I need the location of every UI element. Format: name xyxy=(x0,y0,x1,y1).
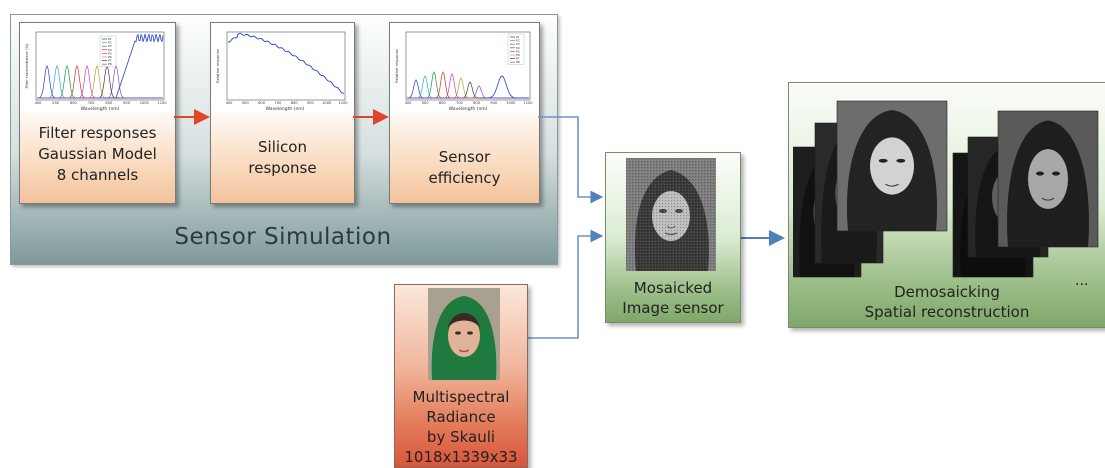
tick-label: 500 xyxy=(422,101,430,105)
legend-entry: P1 xyxy=(516,35,520,39)
silicon-xlabel: Wavelength (nm) xyxy=(266,106,305,112)
tick-label: 900 xyxy=(123,101,131,105)
filter-xlabel: Wavelength (nm) xyxy=(81,106,120,112)
legend-entry: P6 xyxy=(108,55,112,59)
tick-label: 800 xyxy=(291,101,299,105)
filter-card-line3: 8 channels xyxy=(56,166,139,184)
tick-label: 500 xyxy=(242,101,250,105)
mosaicked-sensor-box: Mosaicked Image sensor xyxy=(605,152,741,323)
multispectral-line3: by Skauli xyxy=(426,428,496,446)
tick-label: 1000 xyxy=(506,101,516,105)
tick-label: 700 xyxy=(456,101,464,105)
efficiency-card-line2: efficiency xyxy=(428,169,501,187)
filter-channel-curve xyxy=(37,65,163,99)
tick-label: 500 xyxy=(52,101,60,105)
tick-label: 400 xyxy=(226,101,234,105)
tick-label: 800 xyxy=(105,101,113,105)
tick-label: 1000 xyxy=(322,101,332,105)
legend-entry: P8 xyxy=(516,60,520,64)
legend-entry: P5 xyxy=(108,51,112,55)
mosaicked-line1: Mosaicked xyxy=(633,279,713,297)
tick-label: 800 xyxy=(473,101,481,105)
silicon-response-card: 400 500 600 700 800 900 1000 1100 Wavelength (n… xyxy=(210,22,355,204)
efficiency-card-line1: Sensor xyxy=(438,148,491,166)
demosaicking-box: ... Demosaicking Spatial reconstruction xyxy=(788,82,1105,328)
multispectral-line2: Radiance xyxy=(426,408,496,426)
legend-entry: P1 xyxy=(108,37,112,41)
legend-entry: P4 xyxy=(108,48,112,52)
legend-entry: P3 xyxy=(108,44,112,48)
tick-label: 1100 xyxy=(338,101,348,105)
multispectral-radiance-box: Multispectral Radiance by Skauli 1018x13… xyxy=(394,284,528,468)
efficiency-xlabel: Wavelength (nm) xyxy=(449,106,488,112)
tick-label: 700 xyxy=(274,101,282,105)
tick-label: 400 xyxy=(35,101,43,105)
tick-label: 600 xyxy=(258,101,266,105)
silicon-card-line1: Silicon xyxy=(258,138,307,156)
demosaicking-line2: Spatial reconstruction xyxy=(864,303,1030,321)
tick-label: 1100 xyxy=(157,101,167,105)
multispectral-line4: 1018x1339x33 xyxy=(404,448,518,466)
legend-entry: P5 xyxy=(516,49,520,53)
tick-label: 1100 xyxy=(523,101,533,105)
tick-label: 600 xyxy=(439,101,447,105)
legend-entry: P7 xyxy=(516,57,520,61)
efficiency-channel-curve xyxy=(407,85,529,99)
tick-label: 600 xyxy=(70,101,78,105)
filter-nir-curve xyxy=(104,32,164,99)
reconstructed-images-stack xyxy=(793,100,1099,278)
silicon-card-line2: response xyxy=(248,159,317,177)
legend-entry: P6 xyxy=(516,53,520,57)
legend-entry: P7 xyxy=(108,59,112,63)
multispectral-line1: Multispectral xyxy=(412,388,510,406)
tick-label: 1000 xyxy=(140,101,150,105)
demosaicking-line1: Demosaicking xyxy=(894,283,1000,301)
tick-label: 900 xyxy=(307,101,315,105)
filter-ylabel: Filter transmittance (%) xyxy=(24,43,29,89)
arrow-radiance-to-mosaicked xyxy=(527,229,604,339)
sensor-simulation-title: Sensor Simulation xyxy=(174,224,392,250)
arrow-efficiency-to-mosaicked xyxy=(538,116,604,204)
silicon-response-plot: 400 500 600 700 800 900 1000 1100 Wavelength (n… xyxy=(215,26,350,112)
silicon-ylabel: Relative response xyxy=(215,48,220,82)
efficiency-ylabel: Relative response xyxy=(394,48,399,82)
color-face-image xyxy=(428,288,500,380)
mosaicked-line2: Image sensor xyxy=(622,299,724,317)
legend-entry: P2 xyxy=(516,39,520,43)
more-images-ellipsis: ... xyxy=(1075,273,1089,289)
tick-label: 700 xyxy=(88,101,96,105)
filter-card-line1: Filter responses xyxy=(38,124,157,142)
legend-entry: P3 xyxy=(516,42,520,46)
filter-card-line2: Gaussian Model xyxy=(38,145,157,163)
legend-entry: P4 xyxy=(516,46,520,50)
efficiency-nir-curve xyxy=(484,75,529,99)
legend-entry: P2 xyxy=(108,41,112,45)
tick-label: 400 xyxy=(405,101,413,105)
legend-entry: P8 xyxy=(108,62,112,66)
mosaicked-face-image xyxy=(626,158,716,271)
tick-label: 900 xyxy=(490,101,498,105)
